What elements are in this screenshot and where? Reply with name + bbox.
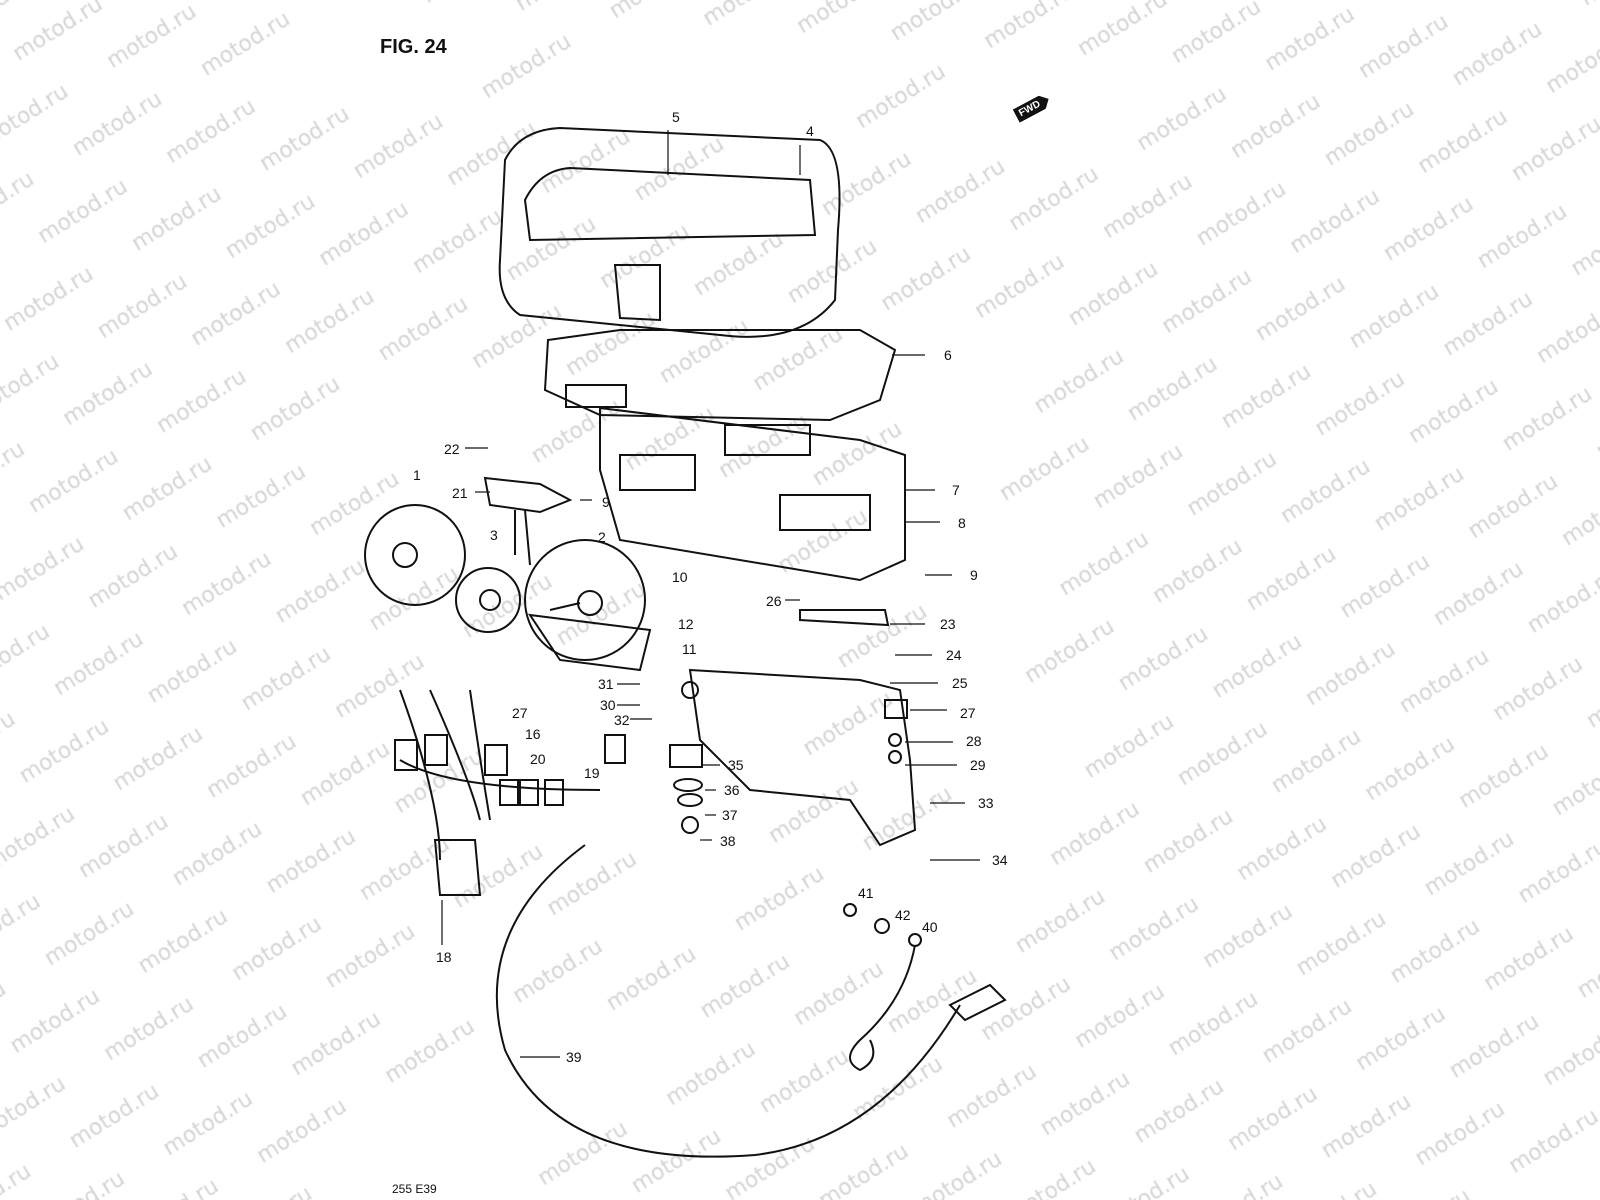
- callout-38: 38: [720, 833, 736, 849]
- callout-37: 37: [722, 807, 738, 823]
- callout-41: 41: [858, 885, 874, 901]
- diagram-code: 255 E39: [392, 1182, 437, 1196]
- callout-7: 7: [952, 482, 960, 498]
- callout-6: 6: [944, 347, 952, 363]
- callout-9b: 9: [970, 567, 978, 583]
- callout-2: 2: [598, 529, 606, 545]
- bulb-wiring: [394, 689, 626, 896]
- callout-31: 31: [598, 676, 614, 692]
- callout-18: 18: [436, 949, 452, 965]
- tachometer: [364, 504, 466, 606]
- callout-4: 4: [806, 123, 814, 139]
- callout-27b: 27: [960, 705, 976, 721]
- callout-40: 40: [922, 919, 938, 935]
- lower-cover: [688, 609, 917, 847]
- callout-9: 9: [602, 494, 610, 510]
- callout-32: 32: [614, 712, 630, 728]
- callout-33: 33: [978, 795, 994, 811]
- meter-case-cover: [498, 126, 841, 338]
- callout-3: 3: [490, 527, 498, 543]
- callout-22: 22: [444, 441, 460, 457]
- callout-35: 35: [728, 757, 744, 773]
- callout-42: 42: [895, 907, 911, 923]
- callout-28: 28: [966, 733, 982, 749]
- indicator-socket: [483, 476, 573, 566]
- callout-25: 25: [952, 675, 968, 691]
- callout-21: 21: [452, 485, 468, 501]
- callout-23: 23: [940, 616, 956, 632]
- callout-29: 29: [970, 757, 986, 773]
- callout-20: 20: [530, 751, 546, 767]
- callout-26: 26: [766, 593, 782, 609]
- callout-27: 27: [512, 705, 528, 721]
- callout-1: 1: [413, 467, 421, 483]
- callout-16: 16: [525, 726, 541, 742]
- meter-housing-lower: [543, 329, 906, 582]
- cushions-and-washers: [669, 681, 922, 947]
- callout-34: 34: [992, 852, 1008, 868]
- callout-36: 36: [724, 782, 740, 798]
- callout-8: 8: [958, 515, 966, 531]
- fuel-gauge: [455, 567, 521, 633]
- callout-19: 19: [584, 765, 600, 781]
- callout-5: 5: [672, 109, 680, 125]
- speedometer-cable: [495, 844, 1007, 1158]
- callout-11: 11: [682, 641, 697, 657]
- speedometer: [524, 539, 652, 672]
- figure-title: FIG. 24: [380, 36, 447, 58]
- callout-39: 39: [566, 1049, 582, 1065]
- callout-24: 24: [946, 647, 962, 663]
- callout-10: 10: [672, 569, 688, 585]
- leader-lines: [441, 130, 980, 1058]
- callout-12: 12: [678, 616, 694, 632]
- callout-30: 30: [600, 697, 616, 713]
